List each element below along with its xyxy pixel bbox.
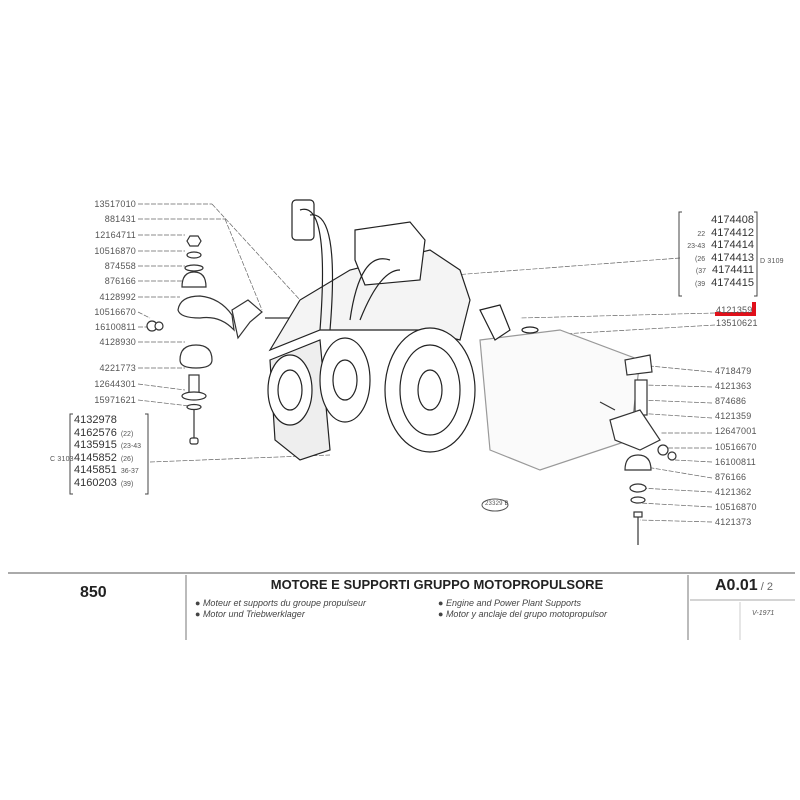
group-row: (26 4174413 (680, 252, 754, 265)
part-number: 12644301 (94, 379, 136, 389)
part-number: 4128930 (99, 337, 136, 347)
part-number: 12647001 (715, 426, 757, 437)
part-number: 4221773 (99, 363, 136, 373)
model-variant: (37 (695, 268, 706, 275)
part-number-highlighted: 4121359 (716, 305, 753, 315)
part-number: 876166 (104, 276, 136, 286)
page-index: 2 (766, 581, 773, 593)
part-number: 876166 (715, 471, 747, 482)
page-title: MOTORE E SUPPORTI GRUPPO MOTOPROPULSORE (270, 577, 604, 592)
part-number: 10516670 (94, 307, 136, 317)
part-number: 4128992 (99, 292, 136, 302)
part-number: 12164711 (95, 230, 136, 240)
part-number: 16100811 (715, 456, 756, 467)
part-number: 4174411 (711, 264, 754, 276)
page-code: A0.01 (715, 577, 758, 594)
subtitle-en: ● Engine and Power Plant Supports (438, 598, 582, 608)
group-row: 4135915(23-43 (74, 439, 141, 452)
part-number: 13510621 (716, 318, 758, 328)
subtitle-es: ● Motor y anclaje del grupo motopropulso… (438, 609, 608, 619)
group-row: 4145852(26) (74, 452, 141, 465)
model-variant: 22 (697, 230, 706, 238)
date: V-1971 (752, 610, 775, 617)
part-number: 13517010 (94, 199, 136, 209)
group-row: (37 4174411 (680, 264, 754, 277)
group-row: 4160203(39) (74, 477, 141, 490)
model-number: 850 (80, 584, 107, 601)
subtitle-de: ● Motor und Triebwerklager (195, 609, 305, 619)
part-number: 4121373 (715, 517, 752, 527)
part-number: 4121359 (715, 411, 752, 422)
part-number: 881431 (104, 214, 136, 224)
part-number: 4121362 (715, 486, 752, 497)
part-number: 10516670 (715, 441, 757, 452)
model-variant: 23-43 (687, 243, 706, 250)
part-number: 4121363 (715, 381, 752, 392)
part-number: 4145851 (74, 464, 117, 476)
model-variant: (26) (120, 455, 134, 463)
drawing-stamp: 23329 B (485, 501, 509, 507)
group-row: 4162576(22) (74, 427, 141, 440)
part-number: 10516870 (715, 501, 757, 512)
part-number: 4132978 (74, 414, 117, 426)
part-number: 874558 (104, 261, 136, 271)
part-number: 4174413 (711, 251, 754, 264)
group-row: 4132978 (74, 414, 141, 427)
part-number: 15971621 (94, 395, 136, 405)
part-number: 874686 (715, 396, 747, 407)
model-variant: (26 (695, 255, 706, 263)
part-number: 4174414 (711, 239, 754, 251)
part-number: 4174412 (711, 226, 754, 239)
model-variant: (22) (120, 430, 134, 438)
part-number: 16100811 (95, 322, 136, 332)
model-variant: (39 (695, 280, 706, 288)
part-number: 4135915 (74, 439, 117, 451)
part-number: 4162576 (74, 426, 117, 439)
subtitle-fr: ● Moteur et supports du groupe propulseu… (195, 598, 367, 608)
group-row: 23-43 4174414 (680, 239, 754, 252)
group-row: 22 4174412 (680, 227, 754, 240)
part-number: 4145852 (74, 451, 117, 464)
group-row: (39 4174415 (680, 277, 754, 290)
group-ref: D 3109 (760, 258, 784, 265)
part-number: 4174415 (711, 276, 754, 289)
part-number: 10516870 (94, 246, 136, 256)
model-variant: (39) (120, 480, 134, 488)
model-variant: (23-43 (120, 443, 142, 450)
model-variant: 36-37 (120, 468, 139, 475)
group-ref: C 3103 (50, 456, 74, 463)
group-row: 4174408 (680, 214, 754, 227)
highlight-mark (715, 302, 756, 316)
part-number: 4160203 (74, 476, 117, 489)
part-number: 4718479 (715, 366, 752, 376)
part-number: 4174408 (711, 214, 754, 226)
